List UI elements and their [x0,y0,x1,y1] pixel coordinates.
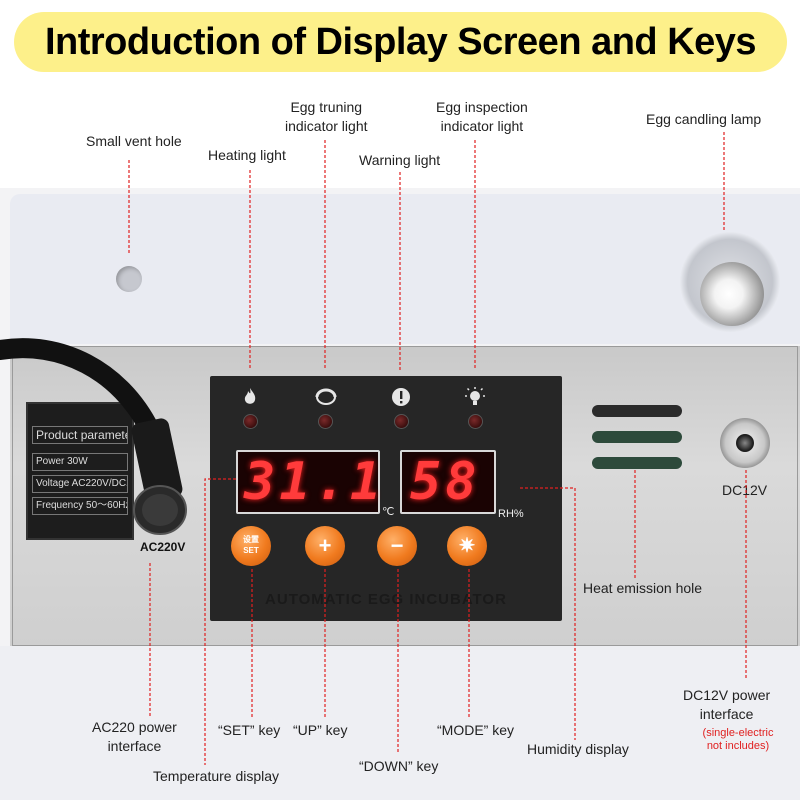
egg-inspection-led [468,414,483,429]
label-humidity-display: Humidity display [527,741,629,757]
sticker-power: Power 30W [32,453,128,471]
leader-temperature-display [204,478,236,765]
sticker-voltage: Voltage AC220V/DC12V [32,475,128,493]
label-egg-inspection-light: Egg inspection indicator light [436,98,528,136]
flame-icon [239,386,261,408]
label-up-key: “UP” key [293,722,348,738]
set-key-button[interactable]: 设置 SET [231,526,271,566]
label-egg-candling-lamp: Egg candling lamp [646,111,762,127]
label-egg-turning-light: Egg truning indicator light [285,98,368,136]
incubator-base [0,646,800,800]
product-parameter-sticker: Product parameter Power 30W Voltage AC22… [26,402,134,540]
label-dc12v-note-line1: (single-electric [702,727,774,739]
heat-emission-slot [592,405,682,417]
page-title: Introduction of Display Screen and Keys [44,20,757,63]
label-ac220-line1: AC220 power [92,719,177,735]
temperature-value: 31.1 [244,452,386,512]
label-mode-key: “MODE” key [437,722,514,738]
label-ac220-line2: interface [107,738,162,754]
down-key-button[interactable]: − [377,526,417,566]
sticker-frequency: Frequency 50～60Hz [32,497,128,515]
set-key-label-cn: 设置 [243,535,259,544]
leader-humidity-display [520,487,576,740]
label-dc12v-note: (single-electric not includes) [686,727,790,753]
label-down-key: “DOWN” key [359,758,439,774]
label-set-key: “SET” key [218,722,281,738]
up-key-button[interactable]: + [305,526,345,566]
egg-turning-icon [314,386,337,408]
label-dc12v-line2: interface [699,706,754,722]
egg-turning-led [318,414,333,429]
incubator-top-surface [10,194,800,344]
warning-icon [390,386,412,408]
mode-key-button[interactable]: ✷ [447,526,487,566]
label-dc12v-note-line2: not includes) [706,740,770,752]
heat-emission-slot [592,431,682,443]
label-heat-emission-hole: Heat emission hole [583,580,703,596]
label-egg-inspection-line2: indicator light [440,118,524,134]
warning-led [394,414,409,429]
label-warning-light: Warning light [359,152,441,168]
heat-emission-slot [592,457,682,469]
temperature-display [236,450,380,514]
label-heating-light: Heating light [208,147,286,163]
label-small-vent-hole: Small vent hole [86,133,182,149]
power-cord-icon [0,338,187,535]
dc-jack-pin [736,434,754,452]
humidity-display [400,450,496,514]
humidity-value: 58 [410,452,481,512]
set-key-label: SET [243,546,259,555]
dc12v-port-label: DC12V [722,482,768,498]
label-egg-turning-line2: indicator light [285,118,368,134]
vent-hole [116,266,142,292]
label-ac220-interface: AC220 power interface [92,718,177,756]
label-egg-turning-line1: Egg truning [290,99,363,115]
label-egg-inspection-line1: Egg inspection [436,99,528,115]
label-dc12v-line1: DC12V power [683,687,771,703]
candling-lamp-icon [700,262,764,326]
sticker-heading: Product parameter [32,426,128,444]
ac220-port-label: AC220V [140,540,186,554]
temperature-unit: ℃ [382,506,395,518]
label-dc12v-interface: DC12V power interface [683,686,770,724]
heating-led [243,414,258,429]
title-banner: Introduction of Display Screen and Keys [14,12,787,72]
humidity-unit: RH% [498,508,524,520]
label-temperature-display: Temperature display [153,768,280,784]
bulb-icon [463,386,485,408]
metal-panel-frame [12,346,798,646]
